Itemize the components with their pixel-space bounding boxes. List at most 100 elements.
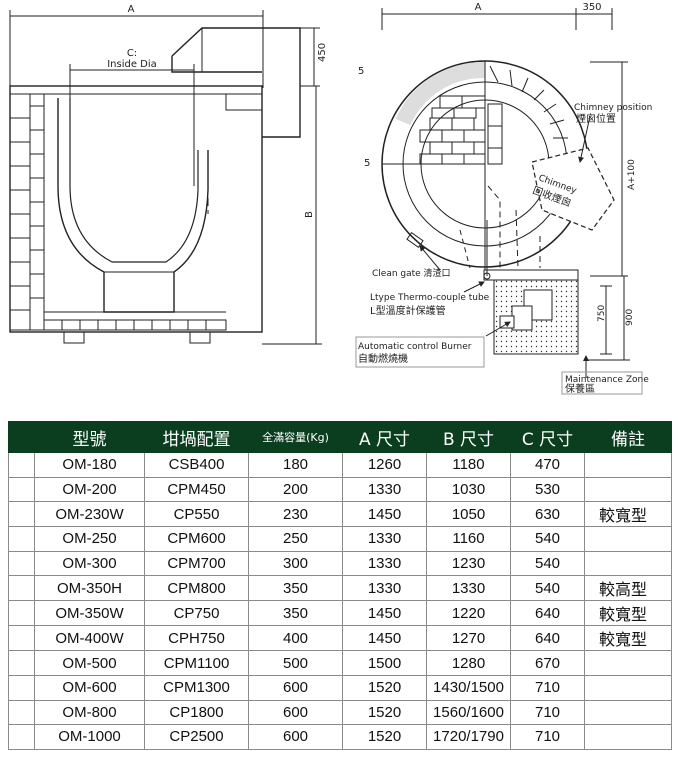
cell-capacity: 600 <box>248 724 343 750</box>
cell-crucible: CP1800 <box>144 699 249 726</box>
cell-model: OM-500 <box>34 650 145 676</box>
cell-a-size: 1450 <box>342 501 427 528</box>
maintenance-zone-label: Maintenance Zone <box>565 375 649 385</box>
cell-a-size: 1450 <box>342 600 427 627</box>
cell-remarks <box>584 526 672 552</box>
header-blank <box>8 421 35 453</box>
cell-crucible: CPH750 <box>144 625 249 652</box>
cell-crucible: CPM450 <box>144 476 249 503</box>
burner-label: Automatic control Burner <box>358 342 472 352</box>
cell-capacity: 500 <box>248 650 343 676</box>
cell-a-size: 1520 <box>342 724 427 750</box>
cell-crucible: CSB400 <box>144 452 249 478</box>
cell-a-size: 1330 <box>342 526 427 552</box>
cell-capacity: 600 <box>248 674 343 701</box>
cell-remarks <box>584 550 672 577</box>
cell-b-size: 1280 <box>426 650 511 676</box>
cell-crucible: CP550 <box>144 501 249 528</box>
cell-remarks <box>584 452 672 478</box>
right-dim-900: 900 <box>625 309 635 326</box>
row-blank-cell <box>8 476 35 503</box>
cell-b-size: 1330 <box>426 575 511 602</box>
cell-model: OM-400W <box>34 625 145 652</box>
cell-b-size: 1270 <box>426 625 511 652</box>
cell-model: OM-800 <box>34 699 145 726</box>
cell-capacity: 200 <box>248 476 343 503</box>
cell-b-size: 1720/1790 <box>426 724 511 750</box>
cell-remarks <box>584 699 672 726</box>
cell-a-size: 1500 <box>342 650 427 676</box>
cell-capacity: 600 <box>248 699 343 726</box>
brick-label-mid: 5 <box>364 158 370 169</box>
table-header-row: 型號 坩堝配置 全滿容量(Kg) A 尺寸 B 尺寸 C 尺寸 備註 <box>8 421 672 453</box>
header-b-size: B 尺寸 <box>426 421 511 453</box>
cell-a-size: 1520 <box>342 674 427 701</box>
chimney-position-label: Chimney position <box>574 103 652 113</box>
cell-c-size: 540 <box>510 550 585 577</box>
cell-crucible: CPM700 <box>144 550 249 577</box>
cell-capacity: 230 <box>248 501 343 528</box>
cell-capacity: 180 <box>248 452 343 478</box>
cell-remarks <box>584 724 672 750</box>
cell-a-size: 1330 <box>342 550 427 577</box>
cell-c-size: 540 <box>510 575 585 602</box>
cell-c-size: 540 <box>510 526 585 552</box>
row-blank-cell <box>8 699 35 726</box>
cell-capacity: 350 <box>248 600 343 627</box>
clean-gate-label: Clean gate 清渣口 <box>372 267 451 279</box>
cell-capacity: 350 <box>248 575 343 602</box>
thermo-tube-label: Ltype Thermo-couple tube <box>370 293 490 303</box>
cell-b-size: 1430/1500 <box>426 674 511 701</box>
left-dim-a: A <box>128 4 135 15</box>
cell-c-size: 710 <box>510 724 585 750</box>
cell-remarks <box>584 476 672 503</box>
cell-c-size: 670 <box>510 650 585 676</box>
cell-model: OM-200 <box>34 476 145 503</box>
row-blank-cell <box>8 724 35 750</box>
cell-model: OM-230W <box>34 501 145 528</box>
row-blank-cell <box>8 452 35 478</box>
left-dim-c-label: C: <box>127 48 137 59</box>
cell-model: OM-180 <box>34 452 145 478</box>
cell-crucible: CPM800 <box>144 575 249 602</box>
header-remarks: 備註 <box>584 421 672 453</box>
cell-b-size: 1230 <box>426 550 511 577</box>
header-capacity: 全滿容量(Kg) <box>248 421 343 453</box>
cell-c-size: 640 <box>510 625 585 652</box>
cell-a-size: 1450 <box>342 625 427 652</box>
cell-model: OM-350H <box>34 575 145 602</box>
cell-b-size: 1560/1600 <box>426 699 511 726</box>
row-blank-cell <box>8 625 35 652</box>
cell-capacity: 400 <box>248 625 343 652</box>
row-blank-cell <box>8 550 35 577</box>
cell-crucible: CPM1100 <box>144 650 249 676</box>
cell-remarks <box>584 674 672 701</box>
thermo-tube-label-zh: L型溫度計保護管 <box>370 304 446 317</box>
furnace-diagrams: A C: Inside Dia 450 B <box>9 2 652 395</box>
cell-c-size: 630 <box>510 501 585 528</box>
cell-remarks: 較寬型 <box>584 600 672 627</box>
side-section-diagram <box>9 10 322 345</box>
cell-remarks: 較寬型 <box>584 501 672 528</box>
cell-c-size: 470 <box>510 452 585 478</box>
cell-model: OM-350W <box>34 600 145 627</box>
header-model: 型號 <box>34 421 145 453</box>
cell-capacity: 250 <box>248 526 343 552</box>
cell-b-size: 1220 <box>426 600 511 627</box>
row-blank-cell <box>8 650 35 676</box>
burner-label-zh: 自動燃燒機 <box>358 352 408 365</box>
cell-crucible: CPM1300 <box>144 674 249 701</box>
cell-remarks: 較高型 <box>584 575 672 602</box>
row-blank-cell <box>8 526 35 552</box>
cell-remarks <box>584 650 672 676</box>
cell-model: OM-300 <box>34 550 145 577</box>
cell-b-size: 1050 <box>426 501 511 528</box>
